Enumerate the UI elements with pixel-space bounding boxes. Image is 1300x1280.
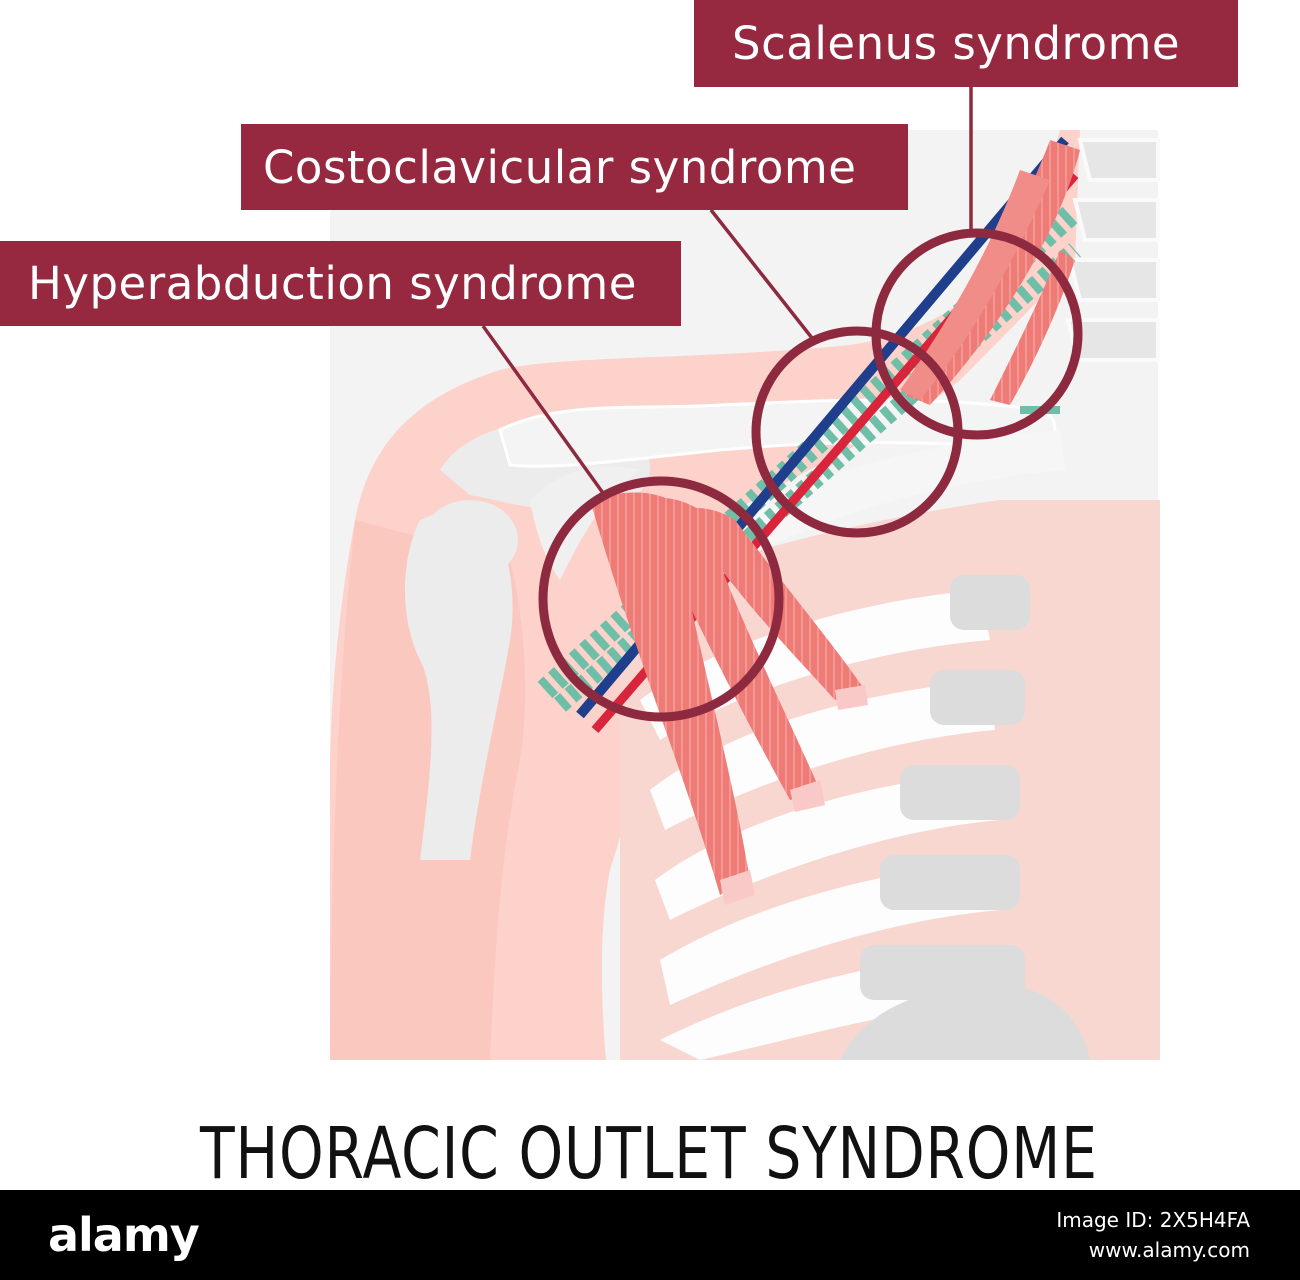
hyperabduction-leader-line xyxy=(481,324,605,495)
alamy-logo: alamy xyxy=(48,1208,200,1262)
first-rib xyxy=(720,430,1065,560)
callout-circles xyxy=(538,228,1083,722)
site-url: www.alamy.com xyxy=(1088,1238,1250,1262)
scalene-muscles xyxy=(900,140,1080,405)
costoclavicular-leader-line xyxy=(709,208,814,340)
image-id: Image ID: 2X5H4FA xyxy=(1056,1208,1250,1232)
costoclavicular-syndrome-label: Costoclavicular syndrome xyxy=(241,124,908,210)
rib-cage xyxy=(620,500,1160,1060)
costoclavicular-callout-circle xyxy=(751,326,963,538)
hyperabduction-callout-circle xyxy=(538,476,784,722)
scalenus-syndrome-label: Scalenus syndrome xyxy=(694,0,1238,87)
pectoralis-minor-muscle xyxy=(590,492,868,905)
diagram-title: THORACIC OUTLET SYNDROME xyxy=(200,1112,1098,1195)
hyperabduction-syndrome-label: Hyperabduction syndrome xyxy=(0,241,681,326)
leader-lines xyxy=(481,87,973,495)
cervical-vertebrae xyxy=(1065,138,1160,362)
stock-footer-bar: alamy Image ID: 2X5H4FA www.alamy.com xyxy=(0,1190,1300,1280)
